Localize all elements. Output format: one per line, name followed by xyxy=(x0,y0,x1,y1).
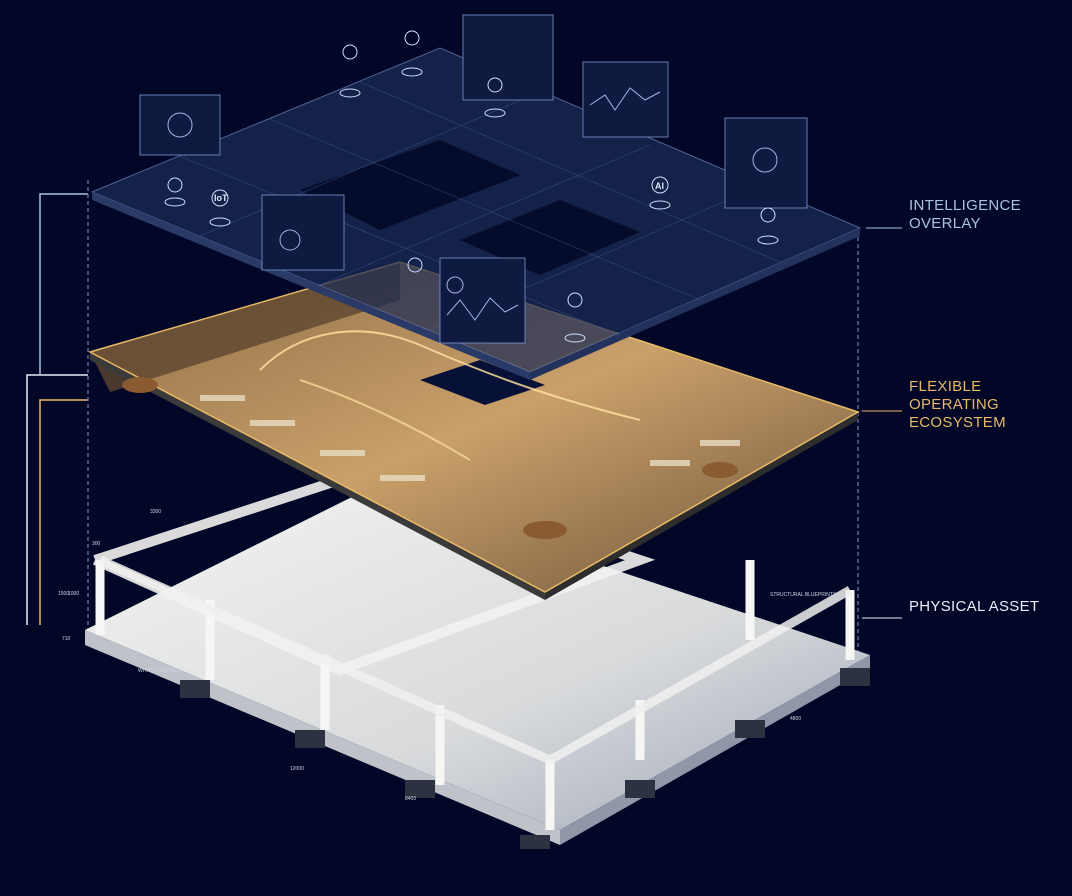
overlay-void xyxy=(300,140,520,230)
cloud-icon xyxy=(404,30,420,46)
white-concrete-annotation: WHITE CONCRETE xyxy=(138,668,184,674)
intelligence-overlay-label: INTELLIGENCE OVERLAY xyxy=(909,197,1021,232)
iot-icon xyxy=(211,189,229,207)
svg-text:1000: 1000 xyxy=(68,591,79,597)
svg-text:8400: 8400 xyxy=(405,796,416,802)
svg-text:3300: 3300 xyxy=(150,509,161,515)
intelligence-overlay-layer: IoT AI xyxy=(90,14,862,380)
security-icon xyxy=(760,207,776,223)
label-leaders xyxy=(862,227,902,619)
svg-text:4800: 4800 xyxy=(790,716,801,722)
operating-ecosystem-layer xyxy=(88,261,860,600)
physical-asset-layer: STRUCTURAL BLUEPRINTS WHITE CONCRETE 330… xyxy=(58,464,870,849)
ai-label: AI xyxy=(655,181,664,191)
security-icon xyxy=(567,292,583,308)
physical-asset-label: PHYSICAL ASSET xyxy=(909,598,1040,615)
svg-text:12000: 12000 xyxy=(290,766,304,772)
overlay-icons xyxy=(164,30,779,343)
dashboard-charts xyxy=(167,87,778,321)
svg-text:1500: 1500 xyxy=(58,591,69,597)
dashboard-panels xyxy=(139,14,808,344)
ai-icon xyxy=(651,176,669,194)
overlay-void xyxy=(460,200,640,275)
atrium-void xyxy=(420,360,545,405)
svg-text:300: 300 xyxy=(92,541,101,547)
wifi-icon xyxy=(342,44,358,60)
wifi-icon xyxy=(167,177,183,193)
svg-text:710: 710 xyxy=(62,636,71,642)
structural-blueprints-annotation: STRUCTURAL BLUEPRINTS xyxy=(770,592,837,598)
iot-label: IoT xyxy=(214,193,228,203)
connector-arrows xyxy=(26,180,859,660)
flexible-operating-ecosystem-label: FLEXIBLE OPERATING ECOSYSTEM xyxy=(909,378,1006,431)
